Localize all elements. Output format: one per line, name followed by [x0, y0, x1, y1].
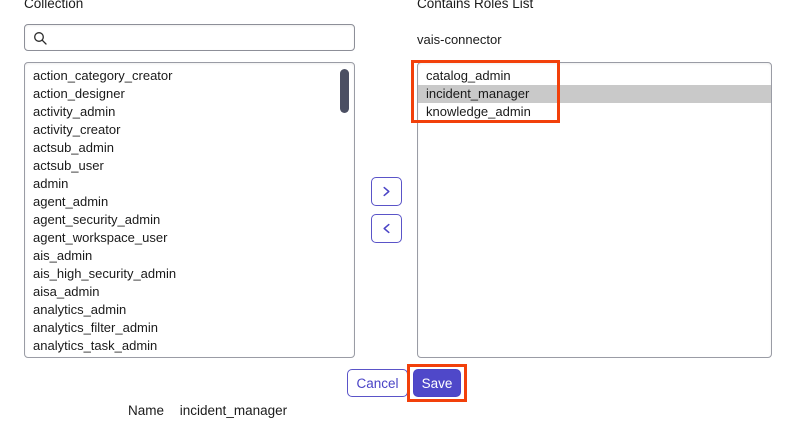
collection-option[interactable]: aisa_admin: [33, 284, 100, 299]
collection-option[interactable]: activity_admin: [33, 104, 116, 119]
chevron-left-icon: [381, 222, 392, 235]
collection-option[interactable]: analytics_task_admin: [33, 338, 158, 353]
role-option[interactable]: incident_manager: [418, 85, 771, 103]
name-row: Name incident_manager: [128, 403, 287, 418]
collection-scrollbar-thumb[interactable]: [340, 69, 349, 113]
role-option[interactable]: knowledge_admin: [426, 104, 531, 119]
collection-option[interactable]: ais_high_security_admin: [33, 266, 177, 281]
collection-option[interactable]: analytics_filter_admin: [33, 320, 159, 335]
name-value: incident_manager: [179, 403, 288, 418]
add-role-button[interactable]: [371, 177, 402, 206]
collection-option[interactable]: analytics_admin: [33, 302, 127, 317]
cancel-button[interactable]: Cancel: [347, 369, 408, 397]
collection-label: Collection: [24, 0, 84, 11]
collection-option[interactable]: analytics_viewer: [25, 355, 354, 357]
collection-option[interactable]: action_designer: [33, 86, 125, 101]
search-icon: [33, 31, 47, 45]
contains-roles-list-label: Contains Roles List: [417, 0, 534, 11]
search-input[interactable]: [53, 25, 346, 50]
remove-role-button[interactable]: [371, 214, 402, 243]
search-input-wrapper[interactable]: [24, 24, 355, 51]
collection-option[interactable]: actsub_admin: [33, 140, 114, 155]
collection-scrollbar-track[interactable]: [340, 65, 352, 355]
collection-option[interactable]: admin: [33, 176, 69, 191]
name-label: Name: [128, 403, 165, 418]
collection-option[interactable]: actsub_user: [33, 158, 104, 173]
role-option[interactable]: catalog_admin: [426, 68, 511, 83]
collection-option[interactable]: agent_security_admin: [33, 212, 161, 227]
collection-option[interactable]: agent_workspace_user: [33, 230, 168, 245]
collection-option[interactable]: activity_creator: [33, 122, 121, 137]
collection-option[interactable]: ais_admin: [33, 248, 93, 263]
role-subject-name: vais-connector: [417, 32, 502, 47]
chevron-right-icon: [381, 185, 392, 198]
save-button[interactable]: Save: [413, 369, 461, 397]
collection-option[interactable]: agent_admin: [33, 194, 109, 209]
collection-option[interactable]: action_category_creator: [33, 68, 173, 83]
